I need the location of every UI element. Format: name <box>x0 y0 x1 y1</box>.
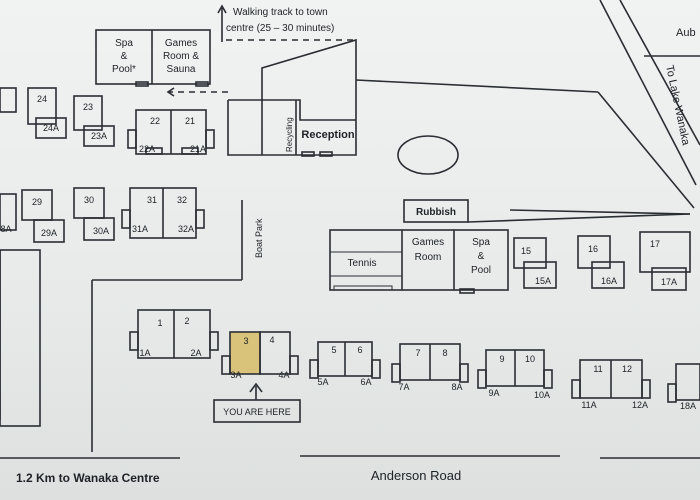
unit-label: 24A <box>43 123 59 133</box>
spa-pool-label: Pool* <box>112 64 136 75</box>
games-room-label: Games <box>412 237 444 248</box>
unit-label: 32 <box>177 195 187 205</box>
spa-pool-2-label: Pool <box>471 265 491 276</box>
recycling-label: Recycling <box>285 117 294 152</box>
unit-label: 32A <box>178 224 194 234</box>
unit-label: 15A <box>535 276 551 286</box>
walking-track-label-2: centre (25 – 30 minutes) <box>226 23 334 34</box>
unit-label: 30A <box>93 226 109 236</box>
wanaka-centre-distance-label: 1.2 Km to Wanaka Centre <box>16 471 160 485</box>
unit-label: 9 <box>499 354 504 364</box>
oval-lawn <box>397 135 459 175</box>
unit-label: 23 <box>83 102 93 112</box>
facility-door <box>195 81 209 87</box>
spa-pool-label: Spa <box>115 38 133 49</box>
games-sauna-label: Games <box>165 38 197 49</box>
unit-label: 5 <box>331 345 336 355</box>
games-sauna-label: Sauna <box>167 64 196 75</box>
unit-label: 17A <box>661 277 677 287</box>
unit-label-highlighted: 3 <box>243 336 248 346</box>
spa-games-building <box>95 29 211 85</box>
spa-pool-label: & <box>121 51 128 62</box>
unit-label: 10 <box>525 354 535 364</box>
unit-label: 8 <box>442 348 447 358</box>
highlighted-unit-3 <box>229 331 261 375</box>
unit-label: 11 <box>593 364 602 374</box>
aub-label: Aub <box>676 27 696 39</box>
unit-label: 15 <box>521 246 531 256</box>
unit-label: 12 <box>622 364 632 374</box>
rubbish-label: Rubbish <box>416 207 456 218</box>
unit-label: 16 <box>588 244 598 254</box>
unit-label: 29A <box>41 228 57 238</box>
facility-door <box>135 81 149 87</box>
reception-label: Reception <box>301 129 354 141</box>
you-are-here-label: YOU ARE HERE <box>223 407 291 417</box>
unit-label: 1A <box>139 348 150 358</box>
unit-label: 30 <box>84 195 94 205</box>
rubbish-area <box>403 199 469 223</box>
unit-label: 4A <box>278 370 289 380</box>
to-lake-wanaka-label: To Lake Wanaka <box>663 64 692 147</box>
unit-label: 2A <box>190 348 201 358</box>
field-boundary <box>355 79 599 93</box>
games-room-label: Room <box>415 252 442 263</box>
unit-label: 7 <box>415 348 420 358</box>
arrow-head-icon <box>217 4 227 14</box>
tennis-games-spa-building <box>329 229 509 291</box>
unit-label: 22 <box>150 116 160 126</box>
unit-label: 10A <box>534 390 550 400</box>
lake-wanaka-road <box>619 0 700 146</box>
walking-track-label: Walking track to town <box>233 7 328 18</box>
unit-label: 12A <box>632 400 648 410</box>
unit-label: 7A <box>398 382 409 392</box>
spa-pool-2-label: Spa <box>472 237 490 248</box>
unit-label: 16A <box>601 276 617 286</box>
unit-label: 17 <box>650 239 660 249</box>
unit-label: 5A <box>317 377 328 387</box>
unit-label: 21 <box>185 116 195 126</box>
unit-label: 31 <box>147 195 157 205</box>
unit-label: 18A <box>680 401 696 411</box>
tennis-label: Tennis <box>348 258 377 269</box>
unit-label: 1 <box>157 318 162 328</box>
games-sauna-label: Room & <box>163 51 199 62</box>
unit-label: 6A <box>360 377 371 387</box>
unit-label: 3A <box>230 370 241 380</box>
unit-label: 2 <box>184 316 189 326</box>
boat-park-label: Boat Park <box>254 218 264 258</box>
unit-label: 9A <box>488 388 499 398</box>
anderson-road-label: Anderson Road <box>371 468 461 483</box>
you-are-here-box <box>213 399 301 423</box>
unit-label: 29 <box>32 197 42 207</box>
unit-label: 22A <box>139 144 155 154</box>
unit-label: 24 <box>37 94 47 104</box>
unit-label: 31A <box>132 224 148 234</box>
unit-label: 8A <box>451 382 462 392</box>
spa-pool-2-label: & <box>478 251 485 262</box>
unit-label: 21A <box>190 144 206 154</box>
unit-label: 8A <box>0 224 11 234</box>
unit-label: 4 <box>269 335 274 345</box>
unit-label: 23A <box>91 131 107 141</box>
unit-label: 11A <box>581 400 596 410</box>
unit-label: 6 <box>357 345 362 355</box>
